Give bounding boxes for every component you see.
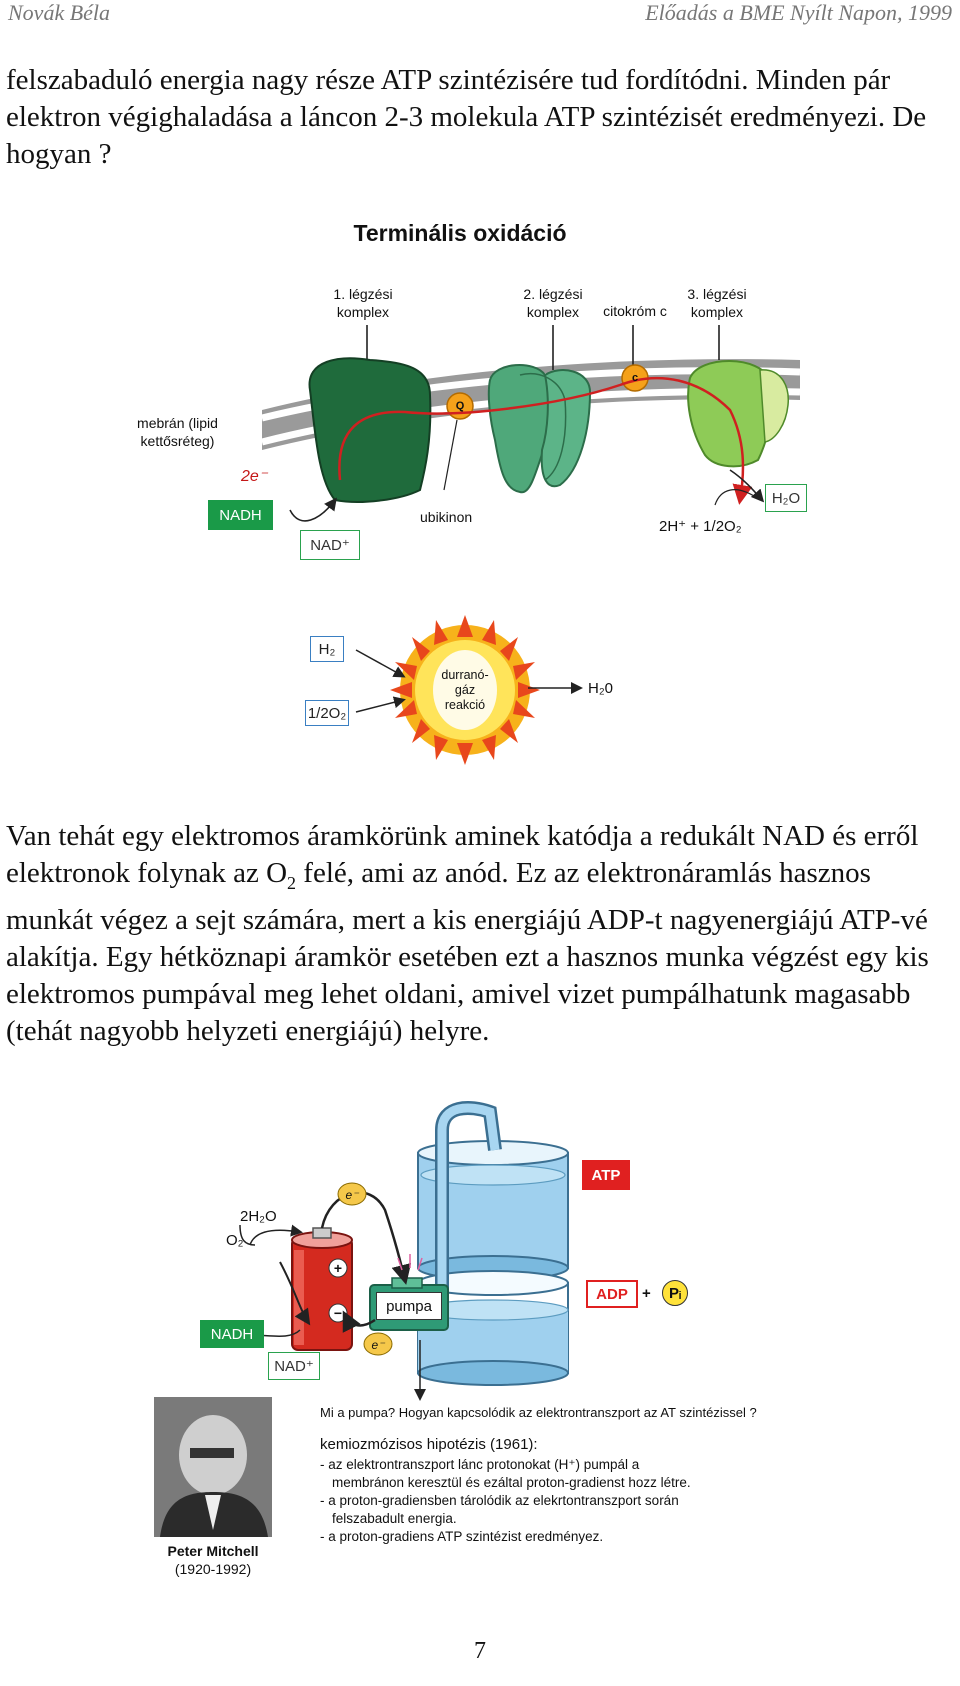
cytochrome-label: citokróm c [603,303,667,319]
battery-plus: + [333,1260,343,1276]
mitchell-portrait [154,1397,272,1537]
complex1-shape [308,357,432,503]
q-letter: Q [455,400,465,412]
complex1-label: 1. légzési komplex [333,286,393,320]
complex2-shape [487,363,592,494]
adp-box: ADP [586,1280,638,1308]
pump-vibration [397,1254,423,1271]
complex2-label: 2. légzési komplex [523,286,583,320]
adp-plus: + [642,1285,651,1302]
page-number: 7 [474,1638,486,1664]
nad-plus-box: NAD⁺ [300,530,360,560]
hypothesis-title: kemiozmózisos hipotézis (1961): [320,1436,538,1453]
o2-label: O₂ [226,1232,244,1249]
figure1-title: Terminális oxidáció [353,220,567,246]
hypothesis-point-3: - a proton-gradiensben tárolódik az elek… [320,1493,679,1508]
hypothesis-point-5: - a proton-gradiens ATP szintézist eredm… [320,1529,604,1544]
mitchell-name: Peter Mitchell [167,1543,259,1559]
nad-plus-box-2: NAD⁺ [268,1352,320,1380]
c-letter: c [631,372,639,384]
paragraph-2-sub: 2 [287,872,297,893]
proton-oxygen-label: 2H⁺ + 1/2O₂ [659,518,742,535]
paragraph-2: Van tehát egy elektromos áramkörünk amin… [6,818,951,1050]
hypothesis-point-2: membránon keresztül és ezáltal proton-gr… [332,1475,691,1490]
pi-circle: Pᵢ [662,1280,688,1306]
membrane-label: mebrán (lipid kettősréteg) [137,415,218,449]
mitchell-years: (1920-1992) [174,1561,252,1577]
electrons-label: 2e⁻ [241,468,268,485]
nadh-box-2: NADH [200,1320,264,1348]
ubiquinone-label: ubikinon [420,509,473,525]
atp-box: ATP [582,1160,630,1190]
header-event: Előadás a BME Nyílt Napon, 1999 [645,0,952,25]
half-o2-box: 1/2O₂ [305,700,349,726]
battery-shape [291,1227,353,1351]
product-label: H₂0 [588,680,613,697]
electron-top-label: e⁻ [345,1188,359,1202]
complex3-shape [687,360,789,468]
mitchell-question: Mi a pumpa? Hogyan kapcsolódik az elektr… [320,1405,757,1420]
paragraph-1: felszabaduló energia nagy része ATP szin… [6,64,927,170]
header-author: Novák Béla [8,0,111,25]
explosion-shape [390,615,540,765]
electron-bottom-label: e⁻ [371,1338,385,1352]
hypothesis-point-4: felszabadult energia. [332,1511,457,1526]
water-box: H₂O [765,484,807,512]
pump-label: pumpa [376,1292,442,1320]
paragraph-2-b: felé, ami az anód. Ez az elektronáramlás… [6,857,929,1047]
water2-label: 2H₂O [240,1208,277,1225]
complex3-label: 3. légzési komplex [687,286,747,320]
hypothesis-point-1: - az elektrontranszport lánc protonokat … [320,1457,640,1472]
nadh-box: NADH [208,500,273,530]
h2-box: H₂ [310,636,344,662]
battery-minus: − [333,1305,343,1321]
paragraph-2-a: Van tehát egy elektromos áramkörünk amin… [6,820,919,889]
reaction-label: durranó-gáz reakció [441,668,489,712]
